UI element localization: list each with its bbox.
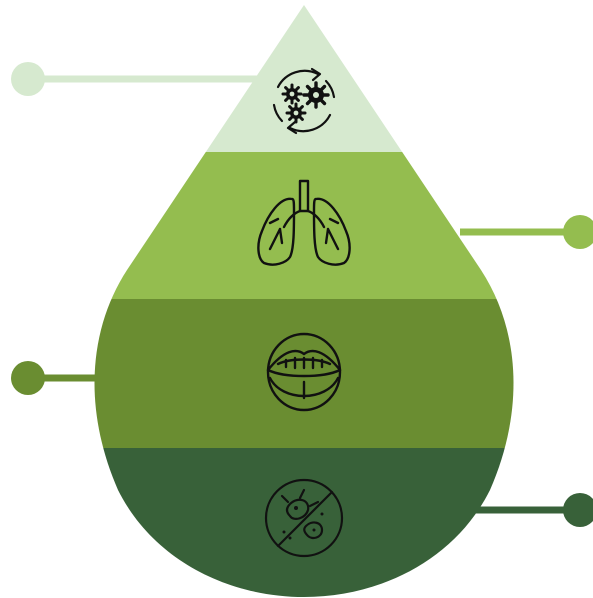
connector-1 — [11, 62, 262, 96]
no-bacteria-icon — [264, 478, 344, 558]
level-4-band — [94, 448, 514, 597]
level-3-band — [94, 299, 514, 448]
connector-4-dot — [563, 493, 593, 527]
level-2-band — [94, 152, 514, 299]
connector-3-dot — [11, 361, 45, 395]
connector-3 — [11, 361, 98, 395]
lungs-icon — [257, 179, 351, 266]
connector-2 — [460, 215, 593, 249]
connector-4 — [470, 493, 593, 527]
connector-2-dot — [563, 215, 593, 249]
process-gears-icon — [272, 67, 336, 135]
connector-1-dot — [11, 62, 45, 96]
mouth-icon — [266, 332, 342, 412]
